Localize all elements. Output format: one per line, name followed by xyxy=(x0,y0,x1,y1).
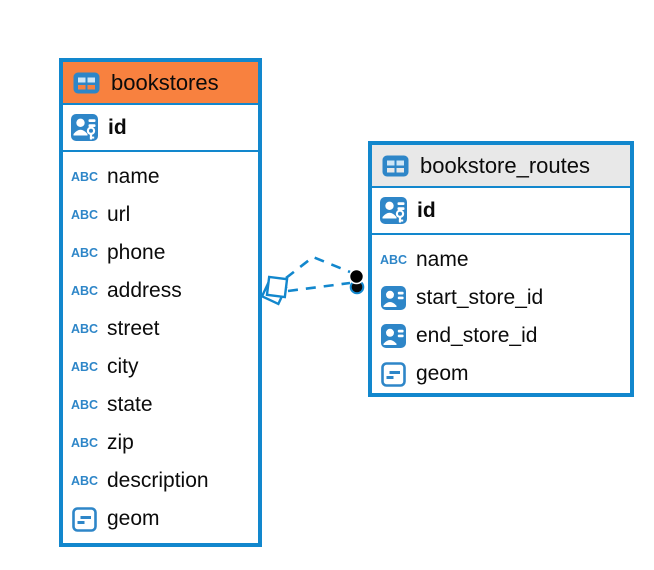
primary-key-section: id xyxy=(372,188,630,235)
column-row[interactable]: ABC city xyxy=(63,348,258,386)
text-icon: ABC xyxy=(70,398,99,412)
text-icon: ABC xyxy=(70,246,99,260)
column-row[interactable]: geom xyxy=(372,355,630,393)
column-row[interactable]: geom xyxy=(63,500,258,538)
text-icon: ABC xyxy=(379,253,408,267)
column-name: name xyxy=(416,248,469,271)
relation-line[interactable] xyxy=(285,255,351,280)
column-name: state xyxy=(107,393,153,416)
geometry-icon xyxy=(69,506,100,532)
column-row[interactable]: ABC phone xyxy=(63,234,258,272)
column-row[interactable]: ABC url xyxy=(63,196,258,234)
column-name: name xyxy=(107,165,160,188)
table-bookstore-routes[interactable]: bookstore_routes id ABC name start_store_i… xyxy=(368,141,634,397)
table-title: bookstores xyxy=(111,69,219,95)
primary-key-icon xyxy=(69,114,100,141)
column-row[interactable]: ABC zip xyxy=(63,424,258,462)
table-icon xyxy=(71,72,102,94)
text-icon: ABC xyxy=(70,208,99,222)
column-name: id xyxy=(417,198,436,222)
column-row[interactable]: ABC name xyxy=(372,241,630,279)
column-name: geom xyxy=(107,507,160,530)
table-title: bookstore_routes xyxy=(420,152,590,178)
column-name: start_store_id xyxy=(416,286,544,309)
text-icon: ABC xyxy=(70,284,99,298)
relation-line[interactable] xyxy=(287,281,351,293)
text-icon: ABC xyxy=(70,322,99,336)
column-name: geom xyxy=(416,362,469,385)
reference-icon xyxy=(378,286,409,310)
primary-key-row[interactable]: id xyxy=(63,105,258,152)
relation-endpoint-dots[interactable] xyxy=(348,268,365,295)
table-header[interactable]: bookstore_routes xyxy=(372,145,630,188)
text-icon: ABC xyxy=(70,170,99,184)
column-name: zip xyxy=(107,431,134,454)
column-name: address xyxy=(107,279,182,302)
text-icon: ABC xyxy=(70,360,99,374)
column-name: street xyxy=(107,317,160,340)
column-name: city xyxy=(107,355,139,378)
text-icon: ABC xyxy=(70,474,99,488)
column-row[interactable]: ABC name xyxy=(63,158,258,196)
geometry-icon xyxy=(378,361,409,387)
column-row[interactable]: ABC address xyxy=(63,272,258,310)
column-name: description xyxy=(107,469,209,492)
reference-icon xyxy=(378,324,409,348)
column-row[interactable]: end_store_id xyxy=(372,317,630,355)
relation-anchor-diamond[interactable] xyxy=(260,275,289,306)
column-name: end_store_id xyxy=(416,324,538,347)
primary-key-row[interactable]: id xyxy=(372,188,630,235)
column-name: phone xyxy=(107,241,166,264)
table-icon xyxy=(380,155,411,177)
primary-key-section: id xyxy=(63,105,258,152)
table-header[interactable]: bookstores xyxy=(63,62,258,105)
text-icon: ABC xyxy=(70,436,99,450)
column-row[interactable]: ABC state xyxy=(63,386,258,424)
column-name: url xyxy=(107,203,131,226)
column-name: id xyxy=(108,115,127,139)
column-row[interactable]: ABC street xyxy=(63,310,258,348)
column-row[interactable]: ABC description xyxy=(63,462,258,500)
primary-key-icon xyxy=(378,197,409,224)
column-row[interactable]: start_store_id xyxy=(372,279,630,317)
